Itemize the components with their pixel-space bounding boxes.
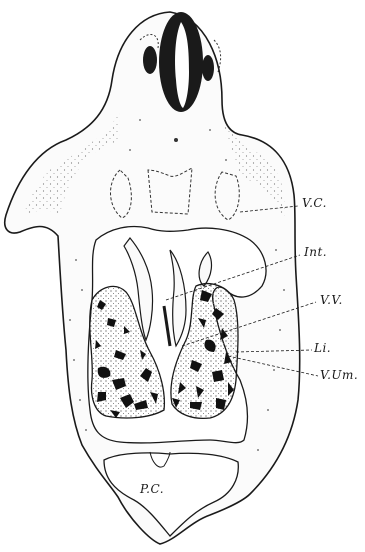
label-pc: P.C. xyxy=(140,482,164,496)
left-ganglion xyxy=(143,46,157,74)
label-int: Int. xyxy=(304,245,327,259)
label-vv: V.V. xyxy=(320,293,343,307)
label-vum: V.Um. xyxy=(320,368,358,382)
label-li: Li. xyxy=(314,341,331,355)
right-ganglion xyxy=(202,55,214,81)
label-vc: V.C. xyxy=(302,196,327,210)
pericardial-cavity xyxy=(104,453,238,536)
